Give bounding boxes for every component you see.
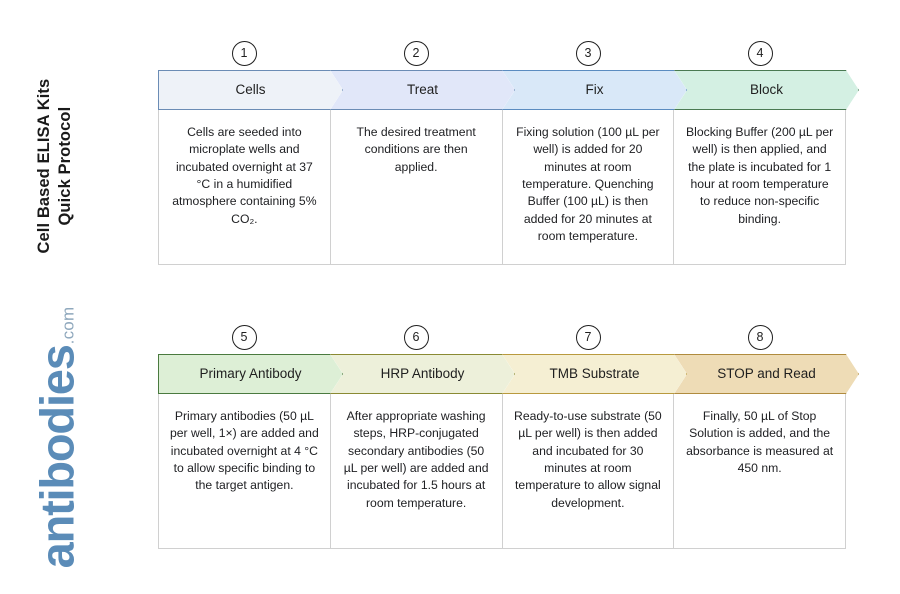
step-label: TMB Substrate (549, 366, 640, 382)
step-number-strip: 5 6 7 8 (158, 320, 846, 354)
step-number-badge: 2 (403, 40, 429, 66)
step-number-cell: 3 (502, 36, 674, 70)
step-number-cell: 4 (674, 36, 846, 70)
step-label: STOP and Read (717, 366, 816, 382)
step-chevron-block[interactable]: Block (674, 70, 859, 110)
step-chevron-cells[interactable]: Cells (158, 70, 343, 110)
chevron-bar: Primary Antibody HRP Antibody TMB Substr… (158, 354, 846, 394)
chevron-bar: Cells Treat Fix Block (158, 70, 846, 110)
step-number-badge: 3 (575, 40, 601, 66)
step-number-cell: 8 (674, 320, 846, 354)
description-bar: Cells are seeded into microplate wells a… (158, 110, 846, 265)
step-number-badge: 8 (747, 324, 773, 350)
step-chevron-hrp-antibody[interactable]: HRP Antibody (330, 354, 515, 394)
chevron-fill (158, 70, 343, 110)
step-label: Fix (585, 82, 604, 98)
brand-tld: .com (58, 306, 78, 345)
step-number-cell: 5 (158, 320, 330, 354)
chevron-fill (674, 354, 859, 394)
chevron-fill (158, 354, 343, 394)
step-label: Primary Antibody (199, 366, 302, 382)
chevron-fill (674, 70, 859, 110)
step-number-badge: 5 (231, 324, 257, 350)
chevron-fill (330, 354, 515, 394)
step-chevron-primary-antibody[interactable]: Primary Antibody (158, 354, 343, 394)
step-description: Blocking Buffer (200 µL per well) is the… (685, 125, 834, 226)
step-description: Fixing solution (100 µL per well) is add… (516, 125, 660, 243)
step-number-badge: 7 (575, 324, 601, 350)
step-description: Finally, 50 µL of Stop Solution is added… (686, 409, 834, 475)
step-description: Cells are seeded into microplate wells a… (172, 125, 317, 226)
step-label: Cells (235, 82, 266, 98)
brand-logo: antibodies.com (30, 288, 85, 588)
step-number-badge: 4 (747, 40, 773, 66)
step-description-cell: Fixing solution (100 µL per well) is add… (503, 110, 675, 264)
brand-name: antibodies (30, 345, 84, 569)
step-description-cell: Finally, 50 µL of Stop Solution is added… (674, 394, 845, 548)
step-description-cell: Cells are seeded into microplate wells a… (159, 110, 331, 264)
step-number-cell: 1 (158, 36, 330, 70)
step-label: Block (749, 82, 783, 98)
step-description: Primary antibodies (50 µL per well, 1×) … (170, 409, 319, 493)
step-description-cell: Blocking Buffer (200 µL per well) is the… (674, 110, 845, 264)
step-chevron-treat[interactable]: Treat (330, 70, 515, 110)
step-description-cell: The desired treatment conditions are the… (331, 110, 503, 264)
step-chevron-tmb-substrate[interactable]: TMB Substrate (502, 354, 687, 394)
step-description: Ready-to-use substrate (50 µL per well) … (514, 409, 662, 510)
chevron-fill (502, 70, 687, 110)
chevron-fill (330, 70, 515, 110)
step-description: The desired treatment conditions are the… (356, 125, 476, 174)
step-number-badge: 6 (403, 324, 429, 350)
description-bar: Primary antibodies (50 µL per well, 1×) … (158, 394, 846, 549)
step-number-strip: 1 2 3 4 (158, 36, 846, 70)
left-column: Cell Based ELISA Kits Quick Protocol ant… (0, 0, 155, 594)
step-chevron-fix[interactable]: Fix (502, 70, 687, 110)
page-title: Cell Based ELISA Kits Quick Protocol (34, 78, 74, 254)
step-label: Treat (406, 82, 438, 98)
step-description-cell: Ready-to-use substrate (50 µL per well) … (503, 394, 675, 548)
step-description-cell: Primary antibodies (50 µL per well, 1×) … (159, 394, 331, 548)
step-chevron-stop-and-read[interactable]: STOP and Read (674, 354, 859, 394)
protocol-row-2: 5 6 7 8 Primary Antibody HRP Antibody TM… (158, 320, 846, 549)
step-number-cell: 6 (330, 320, 502, 354)
step-label: HRP Antibody (380, 366, 465, 382)
step-number-badge: 1 (231, 40, 257, 66)
step-number-cell: 2 (330, 36, 502, 70)
step-number-cell: 7 (502, 320, 674, 354)
step-description: After appropriate washing steps, HRP-con… (343, 409, 489, 510)
protocol-row-1: 1 2 3 4 Cells Treat Fix Block Cells are … (158, 36, 846, 265)
step-description-cell: After appropriate washing steps, HRP-con… (331, 394, 503, 548)
